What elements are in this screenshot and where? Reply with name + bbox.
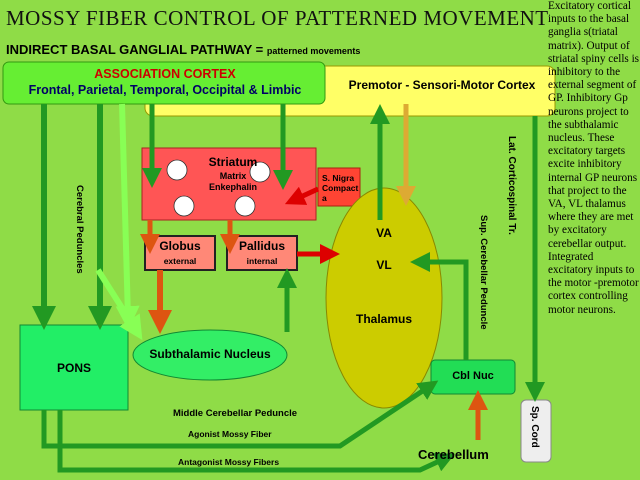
s-nigra-line2: Compact	[322, 183, 359, 193]
cerebellum-label: Cerebellum	[418, 447, 489, 462]
sp-cord-label: Sp. Cord	[529, 406, 540, 448]
antagonist-label: Antagonist Mossy Fibers	[178, 457, 280, 467]
pallidus-title: Pallidus	[238, 239, 285, 253]
arrow-light-diagonal	[95, 268, 143, 341]
striatum-cell	[249, 161, 271, 183]
cbl-nuc-label: Cbl Nuc	[452, 370, 494, 382]
subtitle-main: INDIRECT BASAL GANGLIAL PATHWAY =	[6, 42, 264, 57]
arrow-sup-cerebellar	[410, 252, 469, 360]
agonist-label: Agonist Mossy Fiber	[188, 429, 272, 439]
pons-box	[19, 324, 129, 411]
arrow-antagonist-mossy	[57, 410, 456, 473]
middle-cerebellar-label: Middle Cerebellar Peduncle	[173, 408, 298, 419]
thalamus-vl: VL	[376, 258, 392, 272]
association-cortex-label: ASSOCIATION CORTEX Frontal, Parietal, Te…	[5, 66, 325, 98]
s-nigra-line3: a	[322, 193, 327, 203]
sp-cord-line1: Sp.	[529, 406, 540, 422]
lat-corticospinal-label: Lat. Corticospinal Tr.	[506, 136, 517, 235]
s-nigra-label: S. Nigra Compact a	[322, 173, 358, 203]
pallidus-sub: internal	[246, 256, 278, 266]
sup-cerebellar-label: Sup. Cerebellar Peduncle	[478, 215, 489, 330]
striatum-cell	[166, 159, 188, 181]
striatum-cell	[173, 195, 195, 217]
arrow-assoc-to-subthalamic	[115, 103, 140, 330]
sp-cord-line2: Cord	[529, 424, 540, 448]
association-cortex-title: ASSOCIATION CORTEX	[94, 67, 236, 81]
globus-sub: external	[163, 256, 197, 266]
globus-title: Globus	[159, 239, 201, 253]
arrow-nigra-to-striatum	[284, 186, 320, 205]
premotor-label: Premotor - Sensori-Motor Cortex	[348, 78, 536, 92]
association-cortex-regions: Frontal, Parietal, Temporal, Occipital &…	[28, 83, 302, 97]
pons-label: PONS	[56, 361, 91, 375]
thalamus-va: VA	[376, 226, 392, 240]
s-nigra-box	[317, 167, 361, 207]
sidebar-explanation: Excitatory cortical inputs to the basal …	[548, 0, 640, 316]
cerebral-peduncles-label: Cerebral Peduncles	[74, 185, 85, 274]
thalamus-ellipse	[325, 187, 443, 409]
striatum-cell	[234, 195, 256, 217]
striatum-matrix: Matrix	[219, 171, 247, 181]
striatum-enkephalin: Enkephalin	[208, 182, 257, 192]
thalamus-name: Thalamus	[355, 312, 412, 326]
subtitle: INDIRECT BASAL GANGLIAL PATHWAY = patter…	[6, 42, 360, 57]
page-title: MOSSY FIBER CONTROL OF PATTERNED MOVEMEN…	[6, 6, 549, 30]
s-nigra-line1: S. Nigra	[322, 173, 355, 183]
arrow-agonist-mossy	[41, 380, 439, 449]
subthalamic-label: Subthalamic Nucleus	[149, 347, 271, 361]
subthalamic-ellipse	[132, 329, 288, 381]
association-cortex-box	[2, 61, 326, 105]
striatum-title: Striatum	[208, 155, 258, 169]
subtitle-small: patterned movements	[266, 46, 361, 56]
